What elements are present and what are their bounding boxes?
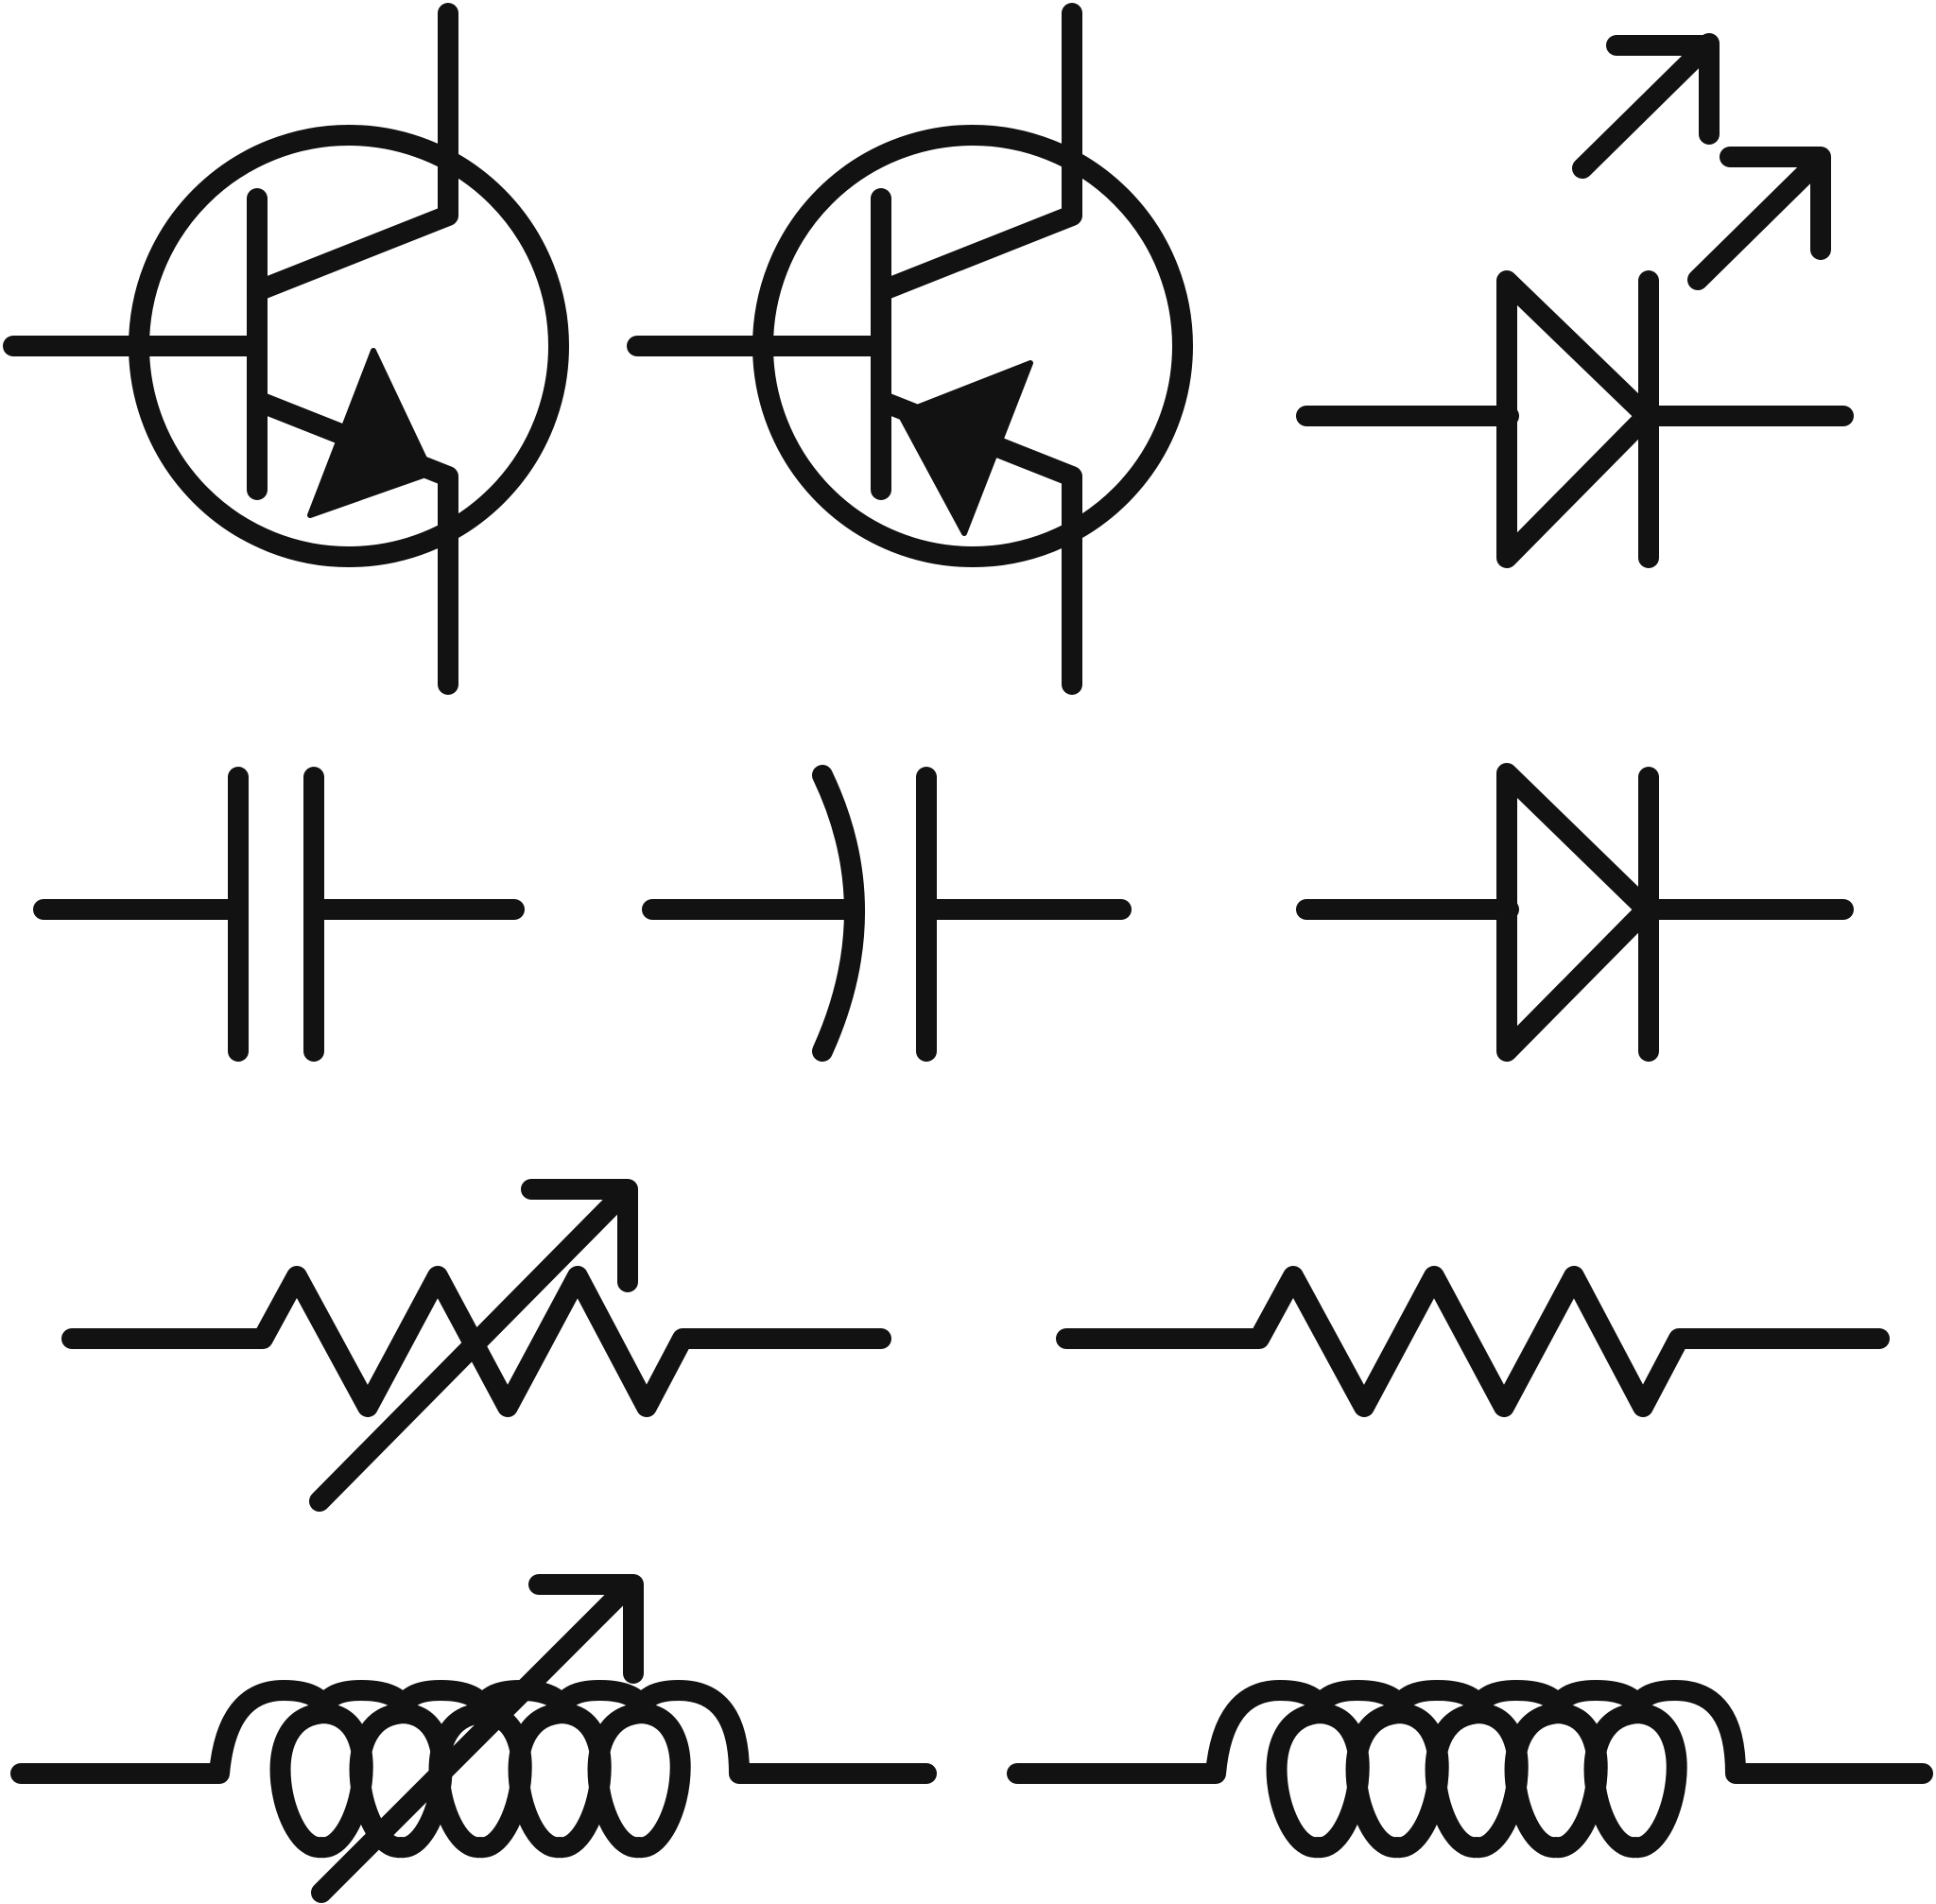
inductor-coil [1007, 1680, 1933, 1858]
light-emitting-diode-symbol [1296, 33, 1854, 568]
npn-transistor-symbol [3, 3, 569, 695]
inductor-symbol [1007, 1680, 1933, 1858]
polarized-capacitor-curved-plate [812, 765, 865, 1062]
diode-triangle [1496, 763, 1657, 1062]
diode-symbol [1296, 763, 1854, 1062]
pnp-collector-lead [871, 3, 1082, 302]
variable-adjust-arrow-icon [311, 1574, 644, 1903]
variable-resistor-symbol [61, 1179, 891, 1512]
variable-inductor-coil [10, 1680, 937, 1858]
pnp-transistor-symbol [627, 3, 1193, 695]
led-triangle [1496, 270, 1657, 568]
light-emission-arrow-icon [1687, 147, 1831, 290]
npn-collector-lead [247, 3, 458, 302]
polarized-capacitor-symbol [642, 765, 1132, 1062]
resistor-zigzag [1056, 1266, 1890, 1417]
npn-emitter-lead [247, 390, 458, 695]
resistor-symbol [1056, 1266, 1890, 1417]
npn-emitter-arrow-icon [307, 348, 434, 518]
variable-adjust-arrow-icon [309, 1179, 638, 1512]
variable-inductor-symbol [10, 1574, 937, 1903]
pnp-emitter-arrow-icon [897, 360, 1033, 536]
light-emission-arrow-icon [1572, 33, 1720, 179]
capacitor-symbol [33, 767, 525, 1062]
